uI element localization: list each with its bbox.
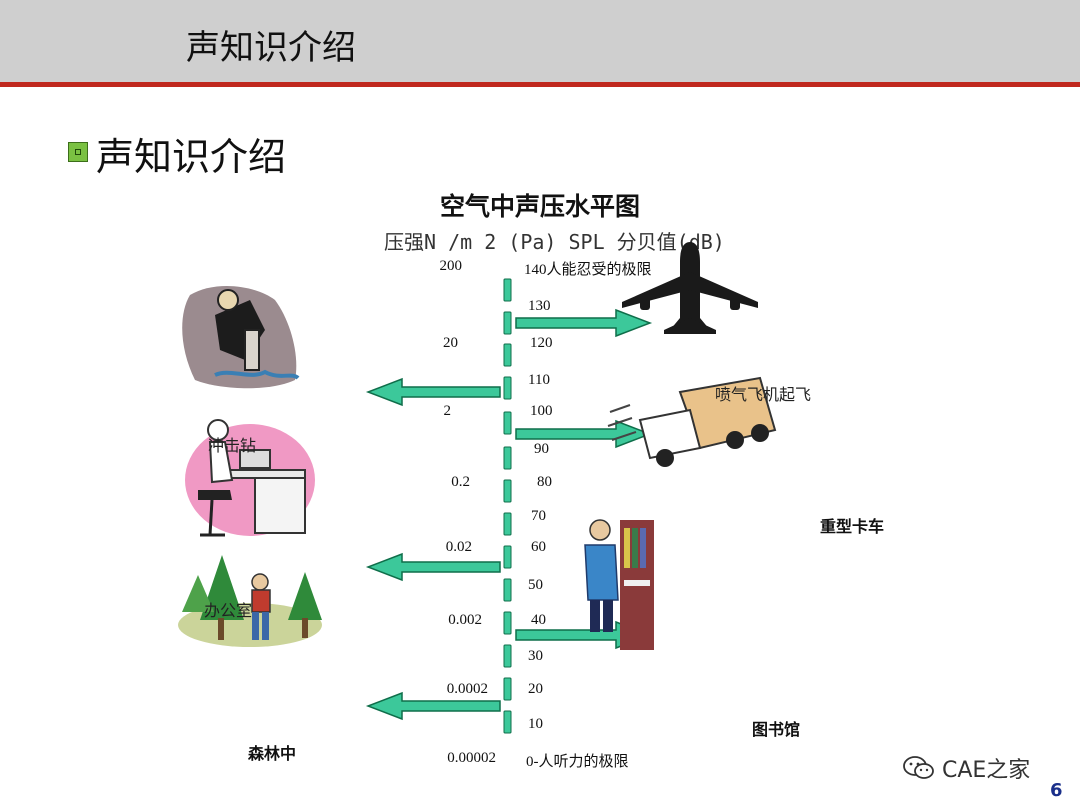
caption-library: 图书馆 <box>752 720 801 739</box>
scale-marker <box>503 677 512 701</box>
db-label: 80 <box>537 474 552 490</box>
header-title: 声知识介绍 <box>186 28 356 68</box>
jackhammer-illustration <box>182 285 300 389</box>
db-label: 130 <box>528 298 551 314</box>
office-illustration <box>185 419 315 537</box>
db-label: 50 <box>528 577 543 593</box>
pa-label: 2 <box>443 403 452 419</box>
arrow-left-office <box>365 552 501 582</box>
arrow-left-forest <box>365 691 501 721</box>
scale-marker <box>503 512 512 536</box>
pa-label: 0.00002 <box>447 750 496 766</box>
db-label: 0-人听力的极限 <box>526 754 629 770</box>
caption-truck: 重型卡车 <box>820 517 885 536</box>
db-label: 30 <box>528 648 543 664</box>
arrow-right-jet <box>515 308 653 338</box>
arrow-left-jackhammer <box>365 377 501 407</box>
header-rule <box>0 82 1080 87</box>
arrows-left <box>365 377 501 721</box>
scale-marker <box>503 710 512 734</box>
db-label: 20 <box>528 681 543 697</box>
db-label: 60 <box>531 539 546 555</box>
db-label: 110 <box>528 372 550 388</box>
section-title: 声知识介绍 <box>96 135 287 179</box>
header-bar <box>0 0 1080 82</box>
pa-label: 20 <box>443 335 458 351</box>
pa-label: 0.2 <box>451 474 470 490</box>
db-label: 40 <box>531 612 546 628</box>
library-illustration <box>584 519 654 650</box>
scale-marker <box>503 545 512 569</box>
scale-marker <box>503 343 512 367</box>
scale-marker <box>503 376 512 400</box>
scale-marker <box>503 644 512 668</box>
db-label: 140人能忍受的极限 <box>524 262 652 278</box>
scale-marker <box>503 578 512 602</box>
caption-office: 办公室 <box>204 601 253 620</box>
diagram-title: 空气中声压水平图 <box>439 192 640 221</box>
pa-label: 0.0002 <box>446 681 488 697</box>
forest-illustration <box>178 555 322 647</box>
scale-marker <box>503 311 512 335</box>
scale-marker <box>503 611 512 635</box>
caption-jackhammer: 冲击钻 <box>208 436 257 455</box>
scale-marker <box>503 278 512 302</box>
db-label: 90 <box>534 441 549 457</box>
caption-forest: 森林中 <box>248 744 297 763</box>
watermark-text: CAE之家 <box>942 758 1031 783</box>
bullet-square-icon <box>68 142 88 162</box>
page-number: 6 <box>1050 780 1063 801</box>
db-label: 70 <box>531 508 546 524</box>
db-label: 10 <box>528 716 543 732</box>
scale-marker <box>503 411 512 435</box>
pa-label: 200 <box>439 258 463 274</box>
arrows-right <box>515 308 653 650</box>
pa-label: 0.02 <box>445 539 472 555</box>
scale-marker <box>503 446 512 470</box>
scale-marker <box>503 479 512 503</box>
db-label: 120 <box>530 335 553 351</box>
truck-illustration <box>607 376 777 467</box>
scale-markers <box>503 278 512 734</box>
diagram-subtitle: 压强N /m 2 (Pa) SPL 分贝值(dB) <box>384 230 725 254</box>
jet-airplane-illustration <box>622 242 758 334</box>
caption-jet-takeoff: 喷气飞机起飞 <box>715 385 812 404</box>
db-label: 100 <box>530 403 553 419</box>
wechat-icon <box>903 756 934 779</box>
pa-label: 0.002 <box>448 612 482 628</box>
arrow-right-truck <box>515 419 653 449</box>
